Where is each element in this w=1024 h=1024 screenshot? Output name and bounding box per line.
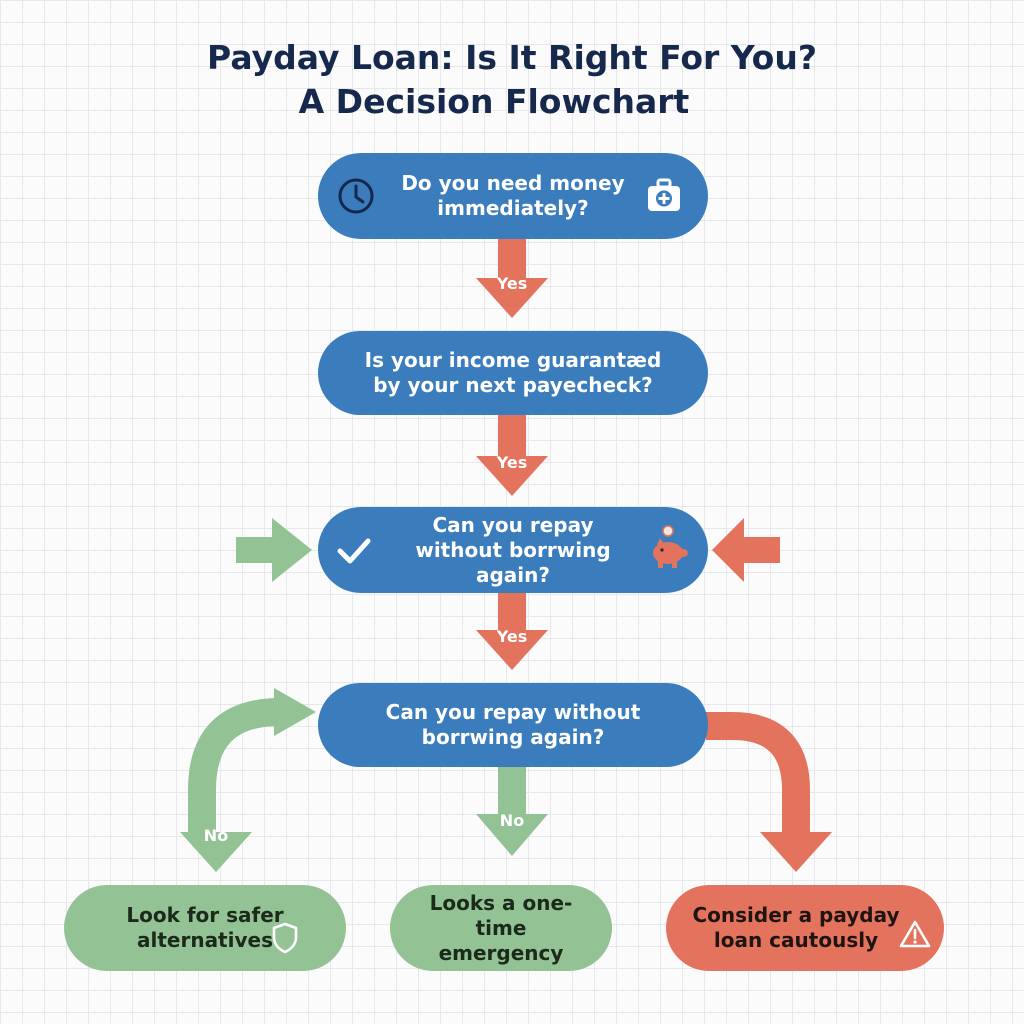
arrow-q3-to-q4: Yes <box>476 592 548 670</box>
shield-icon <box>272 922 298 954</box>
arrow-q1-to-q2: Yes <box>476 238 548 318</box>
arrow-left-curve: No <box>180 688 316 872</box>
checkmark-icon <box>337 538 371 564</box>
clock-icon <box>338 178 374 214</box>
title-line-1: Payday Loan: Is It Right For You? <box>207 38 817 77</box>
question-repay-without-borrowing[interactable]: Can you repay without borrwing again? <box>318 507 708 593</box>
arrow-q4-to-o3 <box>706 712 832 872</box>
arrow-right-into-q3 <box>712 518 780 582</box>
arrow-label-no-left: No <box>204 826 228 845</box>
first-aid-kit-icon <box>648 178 680 211</box>
arrow-label-yes-2: Yes <box>496 453 528 472</box>
arrow-left-into-q3 <box>236 518 312 582</box>
question-need-money-text: Do you need money immediately? <box>401 171 625 220</box>
arrow-label-no-center: No <box>500 811 524 830</box>
piggy-bank-icon <box>653 525 688 568</box>
question-need-money[interactable]: Do you need money immediately? <box>318 153 708 239</box>
question-repay-without-borrowing-text: Can you repay without borrwing again? <box>415 512 611 587</box>
arrow-label-yes-1: Yes <box>496 274 528 293</box>
outcome-safer-alternatives[interactable]: Look for safer alternatives <box>64 885 346 971</box>
outcome-safer-alternatives-text: Look for safer alternatives <box>126 903 284 952</box>
outcome-one-time-emergency[interactable]: Looks a one-time emergency <box>390 885 612 971</box>
question-repay-without-borrowing-2[interactable]: Can you repay without borrwing again? <box>318 683 708 767</box>
arrow-q4-to-o2: No <box>476 766 548 856</box>
question-repay-without-borrowing-2-text: Can you repay without borrwing again? <box>385 700 641 749</box>
arrow-q2-to-q3: Yes <box>476 414 548 496</box>
arrow-label-yes-3: Yes <box>496 627 528 646</box>
outcome-one-time-emergency-text: Looks a one-time emergency <box>429 890 573 965</box>
outcome-consider-payday-loan[interactable]: Consider a payday loan cautously <box>666 885 944 971</box>
title-line-2: A Decision Flowchart <box>298 82 690 121</box>
warning-icon <box>899 920 931 948</box>
question-income-guaranteed-text: Is your income guarantæd by your next pa… <box>364 348 662 397</box>
outcome-consider-payday-loan-text: Consider a payday loan cautously <box>692 903 900 952</box>
question-income-guaranteed[interactable]: Is your income guarantæd by your next pa… <box>318 331 708 415</box>
